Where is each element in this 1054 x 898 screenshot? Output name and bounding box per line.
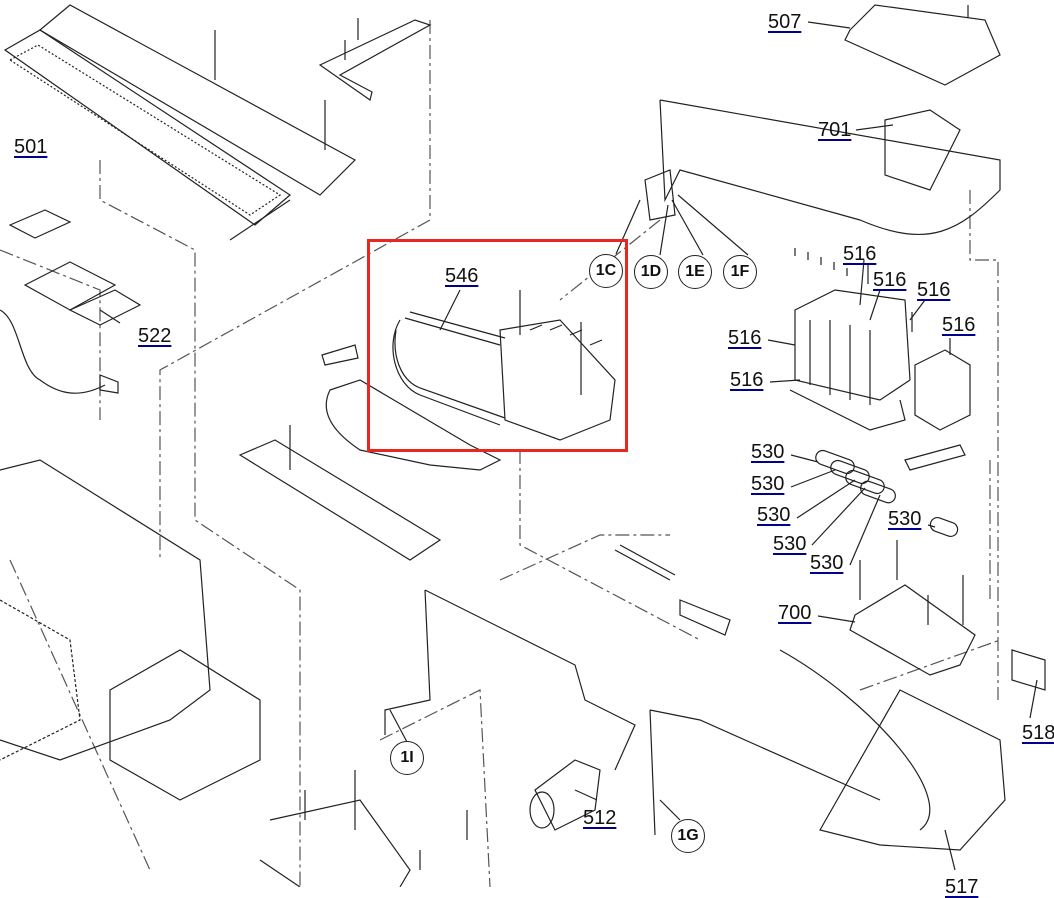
part-label-530[interactable]: 530 — [751, 441, 785, 463]
part-main-frame-left — [0, 459, 468, 887]
part-bracket-top — [318, 18, 432, 101]
connector-1G: 1G — [671, 819, 705, 853]
part-cable-1I — [384, 589, 636, 771]
part-517-base — [649, 649, 1046, 851]
part-label-507[interactable]: 507 — [768, 11, 802, 33]
highlight-box-546 — [367, 239, 628, 452]
label-leaders — [99, 21, 1038, 871]
part-label-530[interactable]: 530 — [751, 473, 785, 495]
part-label-512[interactable]: 512 — [583, 807, 617, 829]
part-label-517[interactable]: 517 — [945, 876, 979, 898]
part-label-516[interactable]: 516 — [843, 243, 877, 265]
part-label-530[interactable]: 530 — [888, 508, 922, 530]
part-label-546[interactable]: 546 — [445, 265, 479, 287]
part-label-530[interactable]: 530 — [810, 552, 844, 574]
part-522-pads — [0, 209, 142, 394]
part-label-516[interactable]: 516 — [730, 369, 764, 391]
part-label-518[interactable]: 518 — [1022, 722, 1054, 744]
part-label-700[interactable]: 700 — [778, 602, 812, 624]
part-530-seals — [815, 449, 959, 537]
part-label-516[interactable]: 516 — [873, 269, 907, 291]
part-label-530[interactable]: 530 — [757, 504, 791, 526]
part-label-522[interactable]: 522 — [138, 325, 172, 347]
part-rail-bracket — [238, 425, 442, 561]
part-701-cable — [644, 99, 1001, 235]
part-label-516[interactable]: 516 — [728, 327, 762, 349]
part-546-carriage-cable[interactable] — [392, 290, 616, 441]
part-flat-cable-left — [321, 344, 502, 471]
part-label-701[interactable]: 701 — [818, 119, 852, 141]
connector-1E: 1E — [678, 255, 712, 289]
part-507-cover — [844, 4, 1001, 86]
part-516-cartridge-holders — [789, 248, 971, 471]
leader-dashes — [0, 20, 1001, 887]
connector-1F: 1F — [723, 255, 757, 289]
part-label-516[interactable]: 516 — [942, 314, 976, 336]
part-label-530[interactable]: 530 — [773, 533, 807, 555]
connector-1D: 1D — [634, 255, 668, 289]
part-512-motor — [529, 759, 601, 831]
part-shaft-spring — [614, 544, 731, 636]
connector-1C: 1C — [589, 254, 623, 288]
part-700-cap — [849, 540, 976, 676]
part-label-516[interactable]: 516 — [917, 279, 951, 301]
connector-1I: 1I — [390, 741, 424, 775]
part-label-501[interactable]: 501 — [14, 136, 48, 158]
part-501-grille — [3, 4, 356, 241]
